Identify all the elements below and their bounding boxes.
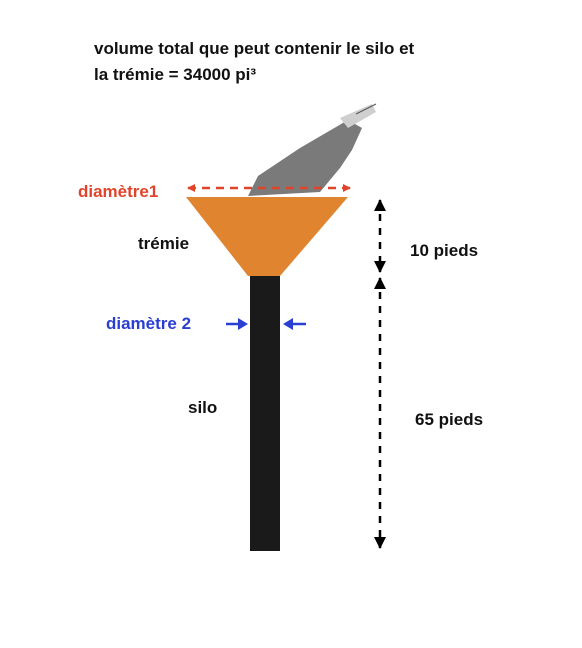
title-line-2: la trémie = 34000 pi³ [94, 65, 257, 84]
silo-tube [250, 276, 280, 551]
silo-label: silo [188, 398, 218, 417]
silo-height-label: 65 pieds [415, 410, 484, 429]
grain-chute-icon [248, 103, 377, 196]
hopper-height-label: 10 pieds [410, 241, 479, 260]
hopper [186, 197, 348, 276]
hopper-label: trémie [138, 234, 190, 253]
title-line-1: volume total que peut contenir le silo e… [94, 39, 415, 58]
diameter1-label: diamètre1 [78, 182, 159, 201]
diameter2-label: diamètre 2 [106, 314, 192, 333]
diagram-title: volume total que peut contenir le silo e… [94, 36, 514, 88]
diameter2-arrows [226, 318, 306, 330]
